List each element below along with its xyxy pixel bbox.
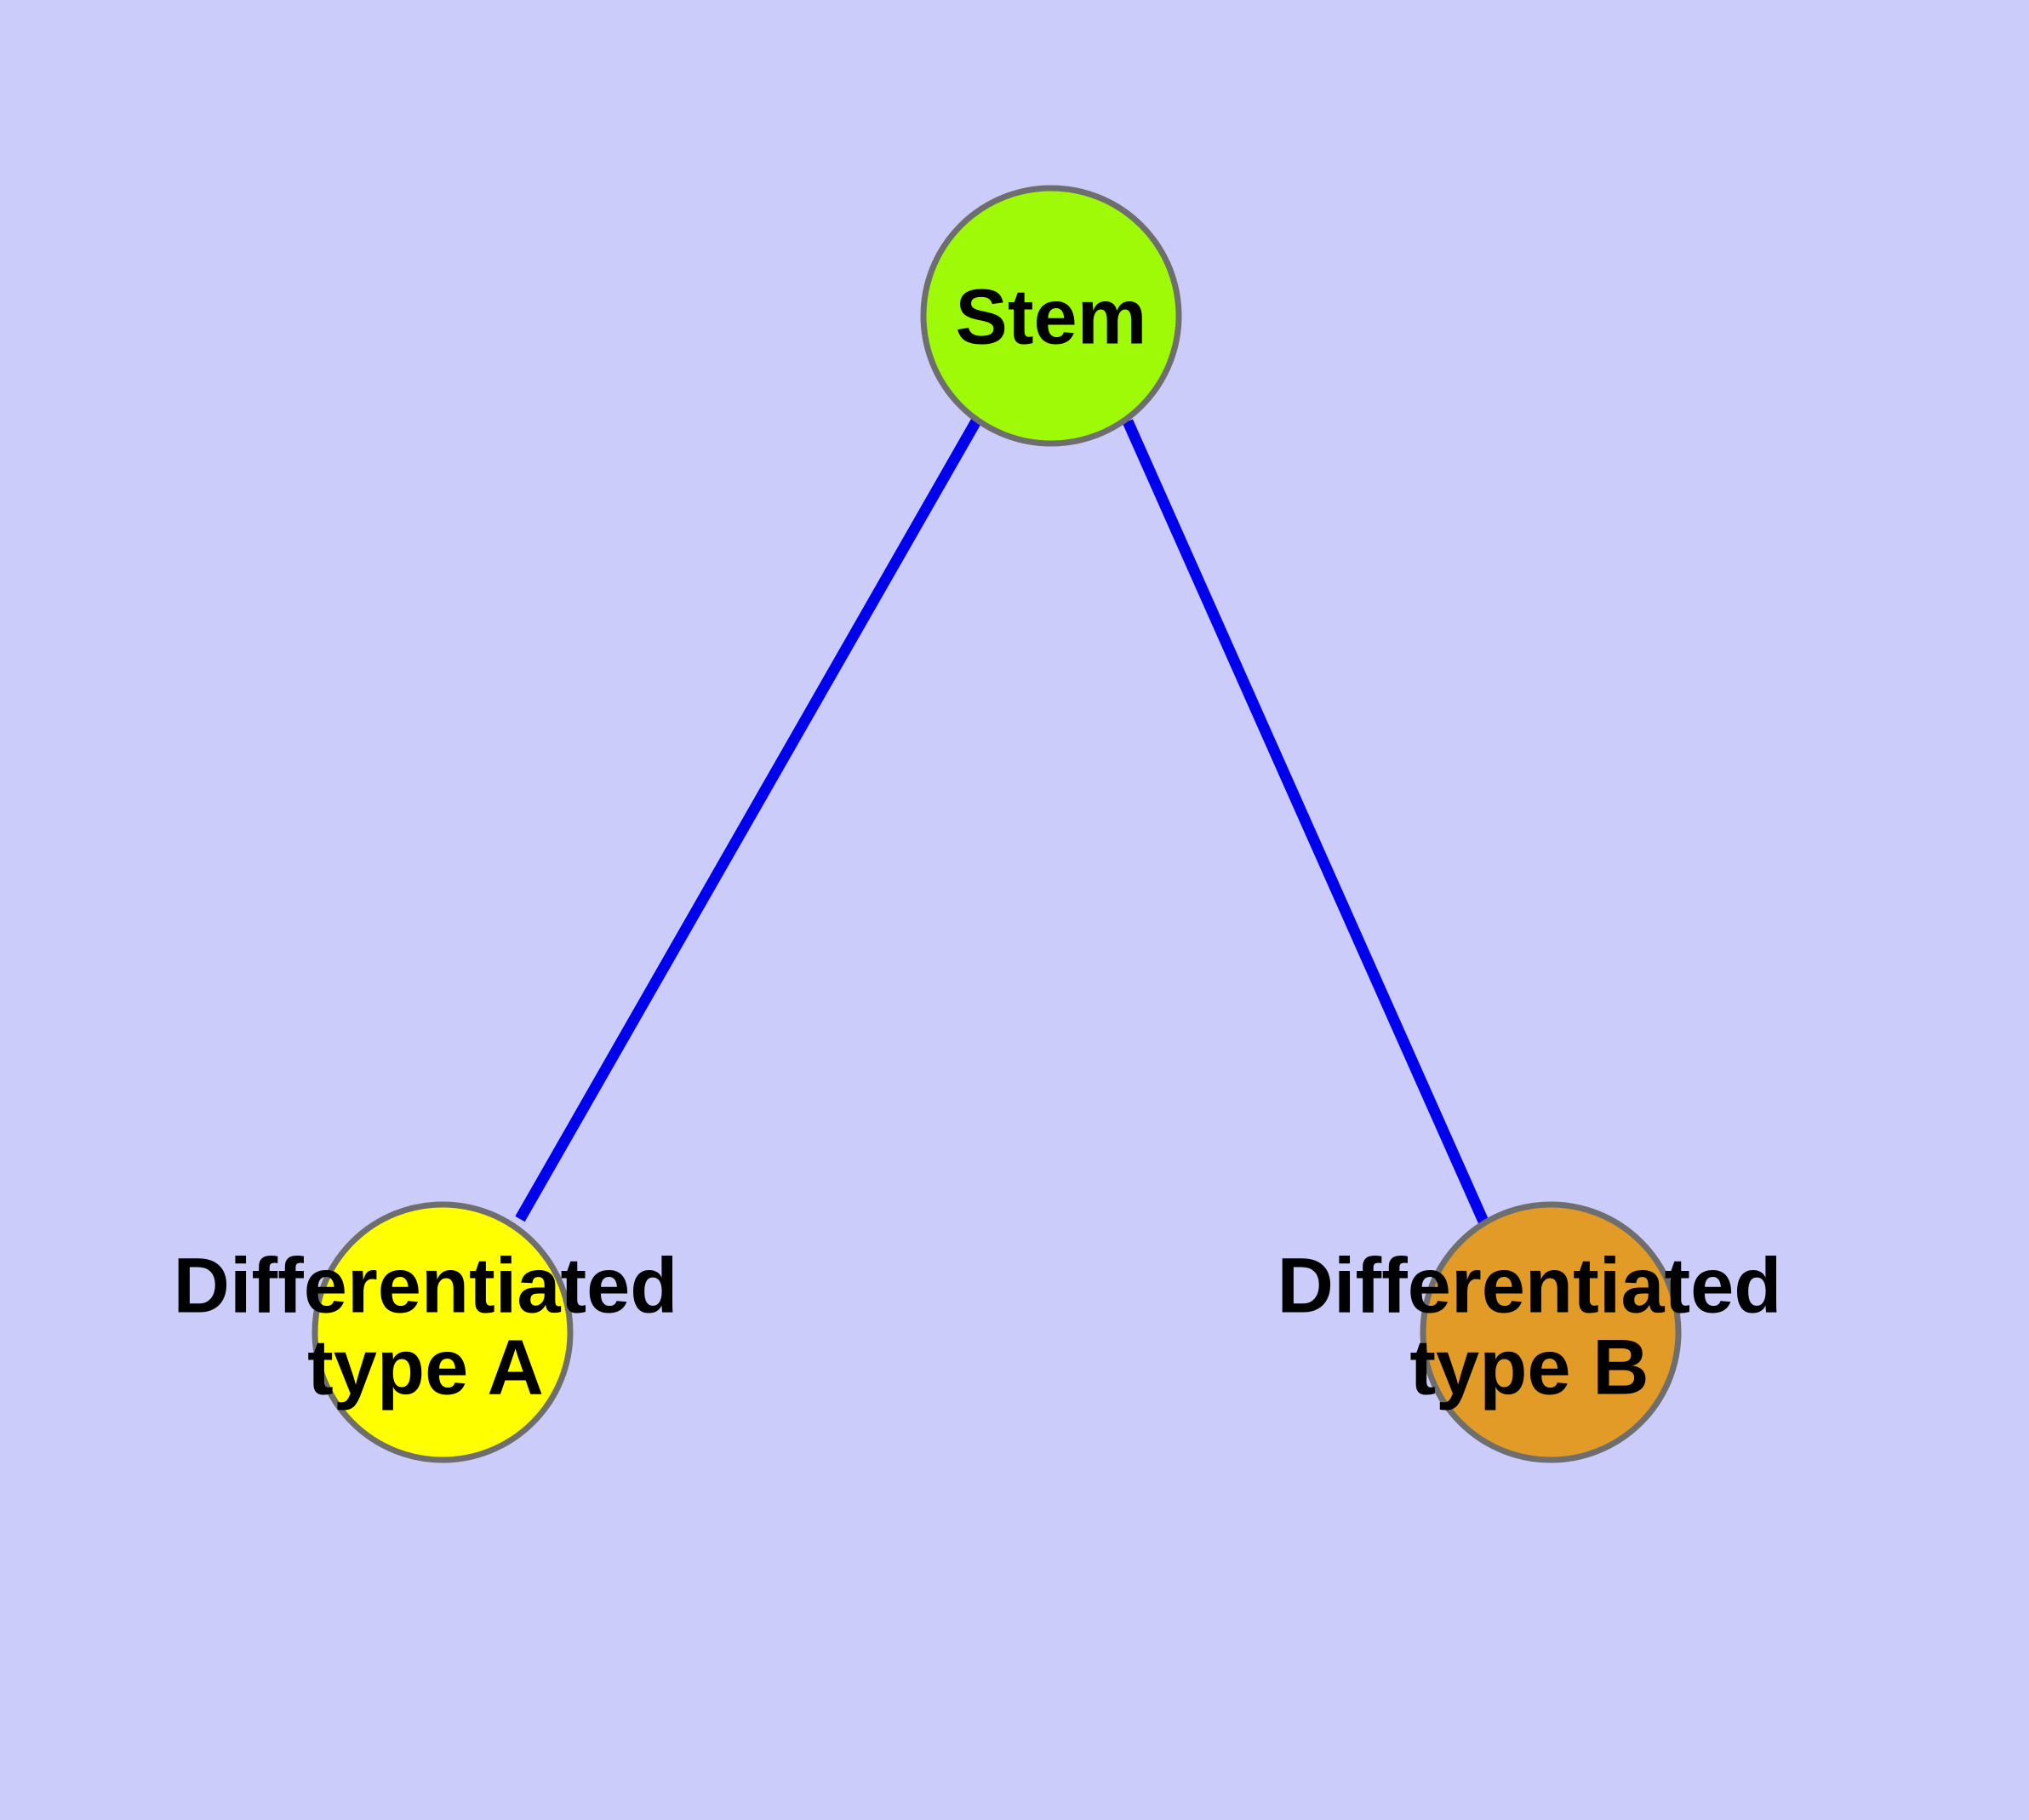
- node-stem[interactable]: [920, 185, 1182, 447]
- node-differentiated-a-label-line1: Differentiated: [174, 1242, 678, 1329]
- node-differentiated-b-circle[interactable]: [1420, 1201, 1682, 1463]
- node-stem-label: Stem: [956, 273, 1147, 360]
- node-differentiated-a-label: Differentiated type A: [174, 1242, 678, 1411]
- node-differentiated-a-label-line2: type A: [307, 1324, 544, 1411]
- node-differentiated-b-label: Differentiated type B: [1277, 1242, 1782, 1411]
- node-differentiated-b-label-line2: type B: [1409, 1324, 1649, 1411]
- node-differentiated-b[interactable]: [1420, 1201, 1682, 1463]
- edge-stem-to-differentiated-a[interactable]: [515, 416, 982, 1222]
- node-differentiated-b-label-line1: Differentiated: [1277, 1242, 1782, 1329]
- edge-stem-to-differentiated-b[interactable]: [1123, 419, 1489, 1226]
- nodes-layer: [311, 185, 1682, 1463]
- node-differentiated-a[interactable]: [311, 1201, 574, 1463]
- node-stem-circle[interactable]: [920, 185, 1182, 447]
- node-differentiated-a-circle[interactable]: [311, 1201, 574, 1463]
- labels-layer: Stem Differentiated type A Differentiate…: [174, 273, 1782, 1411]
- edges-layer: [515, 416, 1489, 1226]
